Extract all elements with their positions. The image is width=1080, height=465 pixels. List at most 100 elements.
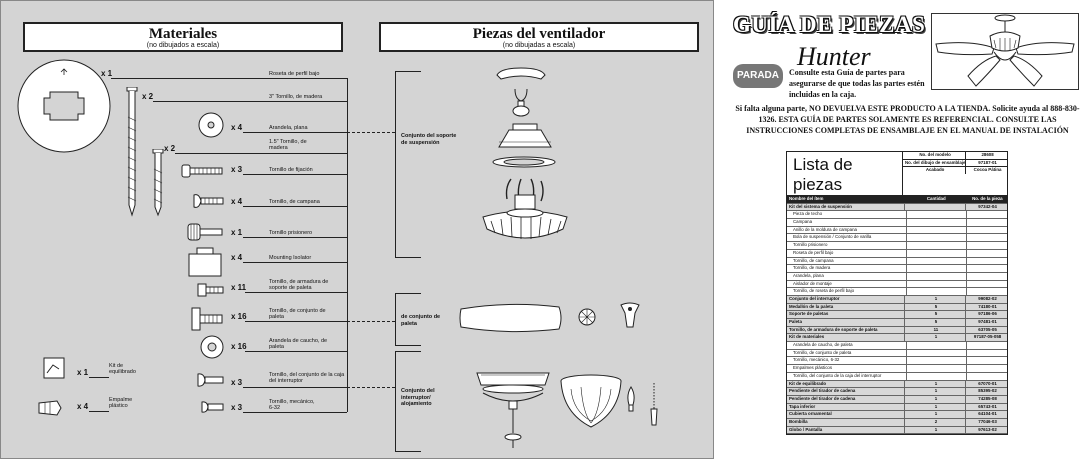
thumb-screw-drawing bbox=[187, 223, 223, 241]
item-part-number: 63705-05 bbox=[965, 326, 1007, 334]
item-name: Tornillo, de campana bbox=[793, 257, 834, 263]
item-quantity bbox=[905, 365, 966, 372]
table-row: Arandela, plana bbox=[787, 272, 1007, 281]
item-name: Tornillo, mecánico, 6-32 bbox=[793, 357, 840, 363]
item-name: Kit de materiales bbox=[789, 334, 825, 340]
label-blade-screw: Tornillo, de conjunto de paleta bbox=[269, 308, 326, 320]
label-wood-screw-15: 1.5" Tornillo, de madera bbox=[269, 139, 307, 151]
item-name: Empalmes plásticos bbox=[793, 365, 833, 371]
set-screw-drawing bbox=[181, 164, 223, 178]
table-row: Tornillo, del conjunto de la caja del in… bbox=[787, 372, 1007, 381]
qty-balance-kit: x 1 bbox=[77, 368, 89, 377]
balance-kit-drawing bbox=[43, 357, 65, 379]
label-canopy: Roseta de perfil bajo bbox=[269, 71, 320, 77]
item-part-number bbox=[965, 272, 1007, 280]
qty-set-screw: x 3 bbox=[231, 165, 243, 174]
item-name: Tornillo, de roseta de perfil bajo bbox=[793, 288, 855, 294]
item-name: Aislador de montaje bbox=[793, 280, 832, 286]
table-row: Pieza de techo bbox=[787, 211, 1007, 220]
item-name: Tornillo, de armadura de soporte de pale… bbox=[789, 326, 878, 332]
item-quantity bbox=[905, 219, 966, 226]
rubber-washer-drawing bbox=[200, 335, 224, 359]
parts-guide-title: GUÍA DE PIEZAS bbox=[733, 12, 926, 37]
blade-iron-drawing bbox=[620, 302, 640, 328]
item-name: Medallón de la paleta bbox=[789, 303, 834, 309]
hanger-ball-drawing bbox=[512, 88, 530, 117]
motor-housing-drawing bbox=[482, 178, 568, 239]
item-part-number bbox=[965, 349, 1007, 357]
label-washer: Arandela, plana bbox=[269, 125, 308, 131]
table-row: Tornillo prisionero bbox=[787, 242, 1007, 250]
blade-screw-drawing bbox=[191, 307, 223, 331]
item-quantity: 1 bbox=[903, 380, 965, 388]
item-name: Campana bbox=[793, 219, 813, 225]
canopy-bell-drawing bbox=[498, 123, 552, 148]
warning-text: Si falta alguna parte, NO DEVUELVA ESTE … bbox=[735, 104, 1080, 135]
qty-thumb-screw: x 1 bbox=[231, 228, 243, 237]
blade-bracket-screw-drawing bbox=[197, 283, 224, 297]
item-name: Arandela de caucho, de paleta bbox=[793, 342, 853, 348]
fan-parts-title: Piezas del ventilador bbox=[472, 26, 606, 42]
ceiling-bracket-drawing bbox=[496, 67, 546, 80]
item-part-number bbox=[965, 242, 1007, 249]
label-machine-screw: Tornillo, mecánico, 6-32 bbox=[269, 399, 315, 411]
model-label: No. del modelo bbox=[919, 152, 951, 157]
item-quantity bbox=[905, 265, 966, 272]
item-quantity: 5 bbox=[903, 303, 965, 311]
item-quantity bbox=[905, 357, 966, 365]
qty-wood-screw-15: x 2 bbox=[164, 144, 176, 153]
item-quantity bbox=[905, 211, 966, 219]
table-row: Anillo de la moldura de campana bbox=[787, 226, 1007, 235]
table-row: Aislador de montaje bbox=[787, 280, 1007, 289]
materials-title: Materiales bbox=[148, 26, 218, 42]
glass-globe-drawing bbox=[560, 374, 622, 428]
item-part-number bbox=[965, 342, 1007, 349]
item-name: Tornillo prisionero bbox=[793, 242, 828, 248]
light-bulb-drawing bbox=[627, 386, 635, 412]
table-row: Tornillo, de madera bbox=[787, 265, 1007, 273]
item-part-number bbox=[965, 357, 1007, 365]
qty-isolator: x 4 bbox=[231, 253, 243, 262]
label-rubber-washer: Arandela de caucho, de paleta bbox=[269, 338, 328, 350]
label-wire-nut: Empalme plástico bbox=[109, 397, 133, 409]
item-part-number: 99082-02 bbox=[965, 295, 1007, 303]
item-part-number: 64104-01 bbox=[965, 411, 1007, 418]
item-quantity bbox=[905, 272, 966, 280]
item-part-number: 74285-08 bbox=[965, 395, 1007, 403]
item-quantity: 5 bbox=[903, 319, 965, 326]
item-quantity bbox=[905, 249, 966, 257]
table-row: Tornillo, de roseta de perfil bajo bbox=[787, 288, 1007, 296]
item-quantity: 1 bbox=[903, 395, 965, 403]
item-name: Kit de equilibrado bbox=[789, 380, 827, 386]
item-quantity bbox=[905, 342, 966, 349]
materials-panel: Materiales (no dibujados a escala) Pieza… bbox=[0, 0, 714, 459]
model-value: 28608 bbox=[965, 152, 1007, 159]
qty-canopy-screw: x 4 bbox=[231, 197, 243, 206]
item-name: Conjunto del interruptor bbox=[789, 295, 840, 301]
item-quantity bbox=[905, 226, 966, 234]
item-part-number: 65743-01 bbox=[965, 403, 1007, 411]
item-part-number bbox=[965, 257, 1007, 265]
item-part-number: 97613-02 bbox=[965, 426, 1007, 434]
label-canopy-screw: Tornillo, de campana bbox=[269, 199, 320, 205]
ceiling-fan-image bbox=[931, 13, 1079, 90]
col-part-number: No. de la pieza bbox=[972, 196, 1003, 201]
item-name: Cubierta ornamental bbox=[789, 411, 832, 417]
item-name: Arandela, plana bbox=[793, 272, 824, 278]
label-thumb-screw: Tornillo prisionero bbox=[269, 230, 313, 236]
group-blade-label: de conjunto de paleta bbox=[401, 314, 441, 327]
item-name: Anillo de la moldura de campana bbox=[793, 226, 857, 232]
label-isolator: Mounting Isolator bbox=[269, 255, 312, 261]
item-quantity bbox=[905, 242, 966, 249]
item-part-number bbox=[965, 280, 1007, 288]
